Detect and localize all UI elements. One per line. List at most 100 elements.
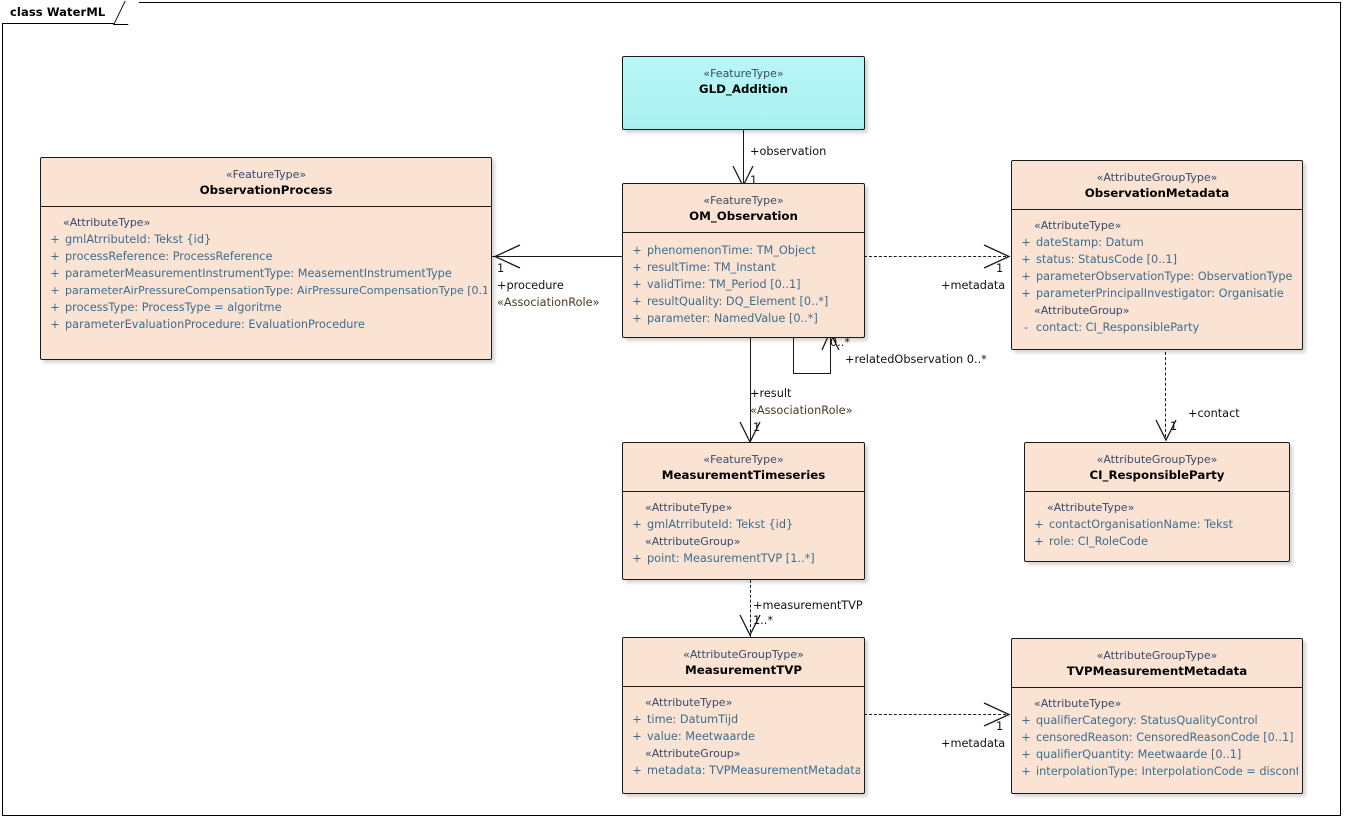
- connector-contact-line: [1165, 352, 1166, 437]
- class-observation-metadata-stereotype: «AttributeGroupType»: [1096, 171, 1218, 184]
- class-measurement-tvp-header: «AttributeGroupType» MeasurementTVP: [623, 638, 864, 687]
- attribute-text: phenomenonTime: TM_Object: [647, 244, 816, 257]
- connector-related-observation-role: +relatedObservation 0..*: [845, 353, 987, 366]
- attribute-row: +parameterObservationType: ObservationTy…: [1016, 268, 1298, 285]
- attribute-row: +resultQuality: DQ_Element [0..*]: [627, 293, 860, 310]
- attribute-row: +parameter: NamedValue [0..*]: [627, 310, 860, 327]
- connector-procedure-line: [492, 256, 623, 257]
- attribute-group-label: «AttributeType»: [1047, 501, 1135, 514]
- class-ci-responsible-party-name: CI_ResponsibleParty: [1089, 468, 1225, 482]
- class-tvp-measurement-metadata-header: «AttributeGroupType» TVPMeasurementMetad…: [1012, 639, 1302, 688]
- class-gld-addition-stereotype: «FeatureType»: [703, 67, 784, 80]
- class-gld-addition-header: «FeatureType» GLD_Addition: [623, 57, 864, 105]
- attribute-row: +point: MeasurementTVP [1..*]: [627, 550, 860, 567]
- attribute-group-label: «AttributeType»: [63, 216, 151, 229]
- connector-procedure-stereotype: «AssociationRole»: [497, 296, 600, 309]
- class-measurement-timeseries-header: «FeatureType» MeasurementTimeseries: [623, 443, 864, 492]
- attribute-text: gmlAtrributeId: Tekst {id}: [647, 518, 794, 531]
- connector-related-observation-multiplicity: 0..*: [830, 336, 851, 349]
- visibility-marker: +: [632, 518, 642, 531]
- connector-result-stereotype: «AssociationRole»: [750, 404, 853, 417]
- connector-result-line: [750, 338, 751, 443]
- connector-result-role: +result: [750, 387, 792, 400]
- visibility-marker: +: [50, 250, 60, 263]
- attribute-row: +contactOrganisationName: Tekst: [1029, 516, 1285, 533]
- attribute-row: +role: CI_RoleCode: [1029, 533, 1285, 550]
- attribute-text: parameterEvaluationProcedure: Evaluation…: [65, 318, 365, 331]
- class-observation-metadata[interactable]: «AttributeGroupType» ObservationMetadata…: [1011, 160, 1303, 350]
- visibility-marker: +: [632, 552, 642, 565]
- class-ci-responsible-party[interactable]: «AttributeGroupType» CI_ResponsibleParty…: [1024, 442, 1290, 562]
- visibility-marker: +: [632, 764, 642, 777]
- attribute-text: parameterPrincipalInvestigator: Organisa…: [1036, 287, 1284, 300]
- attribute-text: contact: CI_ResponsibleParty: [1036, 321, 1200, 334]
- attribute-text: resultQuality: DQ_Element [0..*]: [647, 295, 829, 308]
- connector-related-observation-bottom: [793, 373, 831, 374]
- class-ci-responsible-party-attributes: «AttributeType» +contactOrganisationName…: [1025, 492, 1289, 558]
- attribute-text: metadata: TVPMeasurementMetadata: [647, 764, 860, 777]
- connector-procedure-role: +procedure: [497, 279, 564, 292]
- class-tvp-measurement-metadata-stereotype: «AttributeGroupType»: [1096, 649, 1218, 662]
- visibility-marker: +: [50, 233, 60, 246]
- diagram-frame-label: class WaterML: [2, 2, 129, 24]
- attribute-group-label: «AttributeGroup»: [1034, 304, 1130, 317]
- attribute-text: processType: ProcessType = algoritme: [65, 301, 282, 314]
- attribute-row: +interpolationType: InterpolationCode = …: [1016, 763, 1298, 780]
- visibility-marker: +: [1021, 748, 1031, 761]
- attribute-row: + parameterPrincipalInvestigator: Organis…: [1016, 285, 1298, 302]
- visibility-marker: +: [1021, 287, 1031, 300]
- attribute-row: + metadata: TVPMeasurementMetadata: [627, 762, 860, 779]
- attribute-row: +time: DatumTijd: [627, 711, 860, 728]
- class-measurement-tvp-name: MeasurementTVP: [684, 663, 803, 677]
- class-ci-responsible-party-stereotype: «AttributeGroupType»: [1096, 453, 1218, 466]
- class-tvp-measurement-metadata[interactable]: «AttributeGroupType» TVPMeasurementMetad…: [1011, 638, 1303, 794]
- attribute-row: -contact: CI_ResponsibleParty: [1016, 319, 1298, 336]
- attribute-row: +dateStamp: Datum: [1016, 234, 1298, 251]
- attribute-row: +parameterAirPressureCompensationType: A…: [45, 282, 487, 299]
- class-gld-addition[interactable]: «FeatureType» GLD_Addition: [622, 56, 865, 130]
- connector-related-observation-right: [830, 338, 831, 374]
- class-measurement-tvp[interactable]: «AttributeGroupType» MeasurementTVP «Att…: [622, 637, 865, 794]
- visibility-marker: +: [50, 318, 60, 331]
- connector-observation-metadata-line: [864, 256, 1006, 257]
- attribute-group-label: «AttributeType»: [1034, 219, 1122, 232]
- attribute-text: validTime: TM_Period [0..1]: [647, 278, 801, 291]
- connector-tvp-metadata-multiplicity: 1: [996, 720, 1004, 733]
- attribute-row: +gmlAtrributeId: Tekst {id}: [45, 231, 487, 248]
- attribute-row: +processType: ProcessType = algoritme: [45, 299, 487, 316]
- class-measurement-timeseries-stereotype: «FeatureType»: [703, 453, 784, 466]
- visibility-marker: -: [1023, 321, 1029, 334]
- class-om-observation-name: OM_Observation: [689, 209, 798, 223]
- attribute-text: role: CI_RoleCode: [1049, 535, 1148, 548]
- attribute-row: +value: Meetwaarde: [627, 728, 860, 745]
- visibility-marker: +: [1021, 236, 1031, 249]
- class-om-observation[interactable]: «FeatureType» OM_Observation +phenomenon…: [622, 183, 865, 338]
- visibility-marker: +: [1021, 253, 1031, 266]
- visibility-marker: +: [1021, 765, 1031, 778]
- attribute-text: parameterMeasurementInstrumentType: Meas…: [65, 267, 452, 280]
- class-gld-addition-name: GLD_Addition: [698, 82, 789, 96]
- attribute-text: time: DatumTijd: [647, 713, 739, 726]
- visibility-marker: +: [632, 312, 642, 325]
- attribute-group-label: «AttributeGroup»: [645, 747, 741, 760]
- attribute-text: parameterObservationType: ObservationTyp…: [1036, 270, 1293, 283]
- attribute-text: contactOrganisationName: Tekst: [1049, 518, 1233, 531]
- connector-observation-metadata-role: +metadata: [941, 279, 1006, 292]
- connector-contact-multiplicity: 1: [1170, 420, 1178, 433]
- connector-observation-line: [743, 130, 744, 188]
- attribute-text: parameterAirPressureCompensationType: Ai…: [65, 284, 487, 297]
- visibility-marker: +: [632, 278, 642, 291]
- attribute-group-label: «AttributeType»: [1034, 697, 1122, 710]
- attribute-row: +parameterMeasurementInstrumentType: Mea…: [45, 265, 487, 282]
- class-observation-process-attributes: «AttributeType» +gmlAtrributeId: Tekst {…: [41, 207, 491, 341]
- attribute-text: resultTime: TM_Instant: [647, 261, 776, 274]
- class-measurement-timeseries[interactable]: «FeatureType» MeasurementTimeseries «Att…: [622, 442, 865, 580]
- connector-procedure-multiplicity: 1: [497, 262, 505, 275]
- attribute-row: + parameterEvaluationProcedure: Evaluatio…: [45, 316, 487, 333]
- connector-measurement-tvp-line: [750, 580, 751, 637]
- attribute-row: +qualifierCategory: StatusQualityControl: [1016, 712, 1298, 729]
- connector-measurement-tvp-arrowhead: [739, 614, 761, 637]
- class-observation-process[interactable]: «FeatureType» ObservationProcess «Attrib…: [40, 157, 492, 360]
- attribute-row: + validTime: TM_Period [0..1]: [627, 276, 860, 293]
